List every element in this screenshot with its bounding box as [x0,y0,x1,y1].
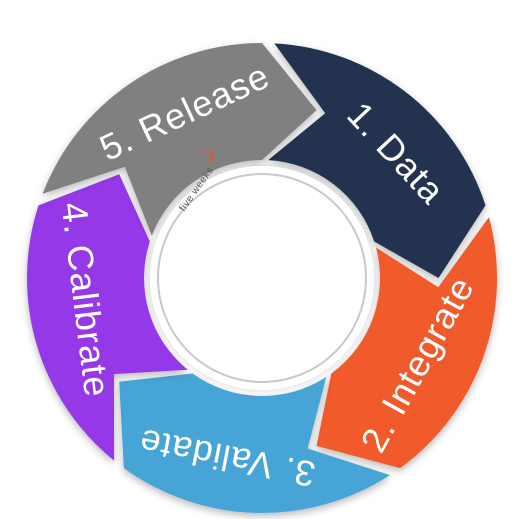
cycle-segment-4 [26,174,188,461]
cycle-segment-2 [316,217,497,469]
cycle-segment-3 [119,373,390,514]
cycle-segment-1 [268,43,486,278]
cycle-segment-5 [42,43,317,236]
cycle-segments [26,43,497,514]
center-ring [157,173,367,383]
logo-arrow-icon [204,150,215,164]
center-disc [150,166,374,390]
